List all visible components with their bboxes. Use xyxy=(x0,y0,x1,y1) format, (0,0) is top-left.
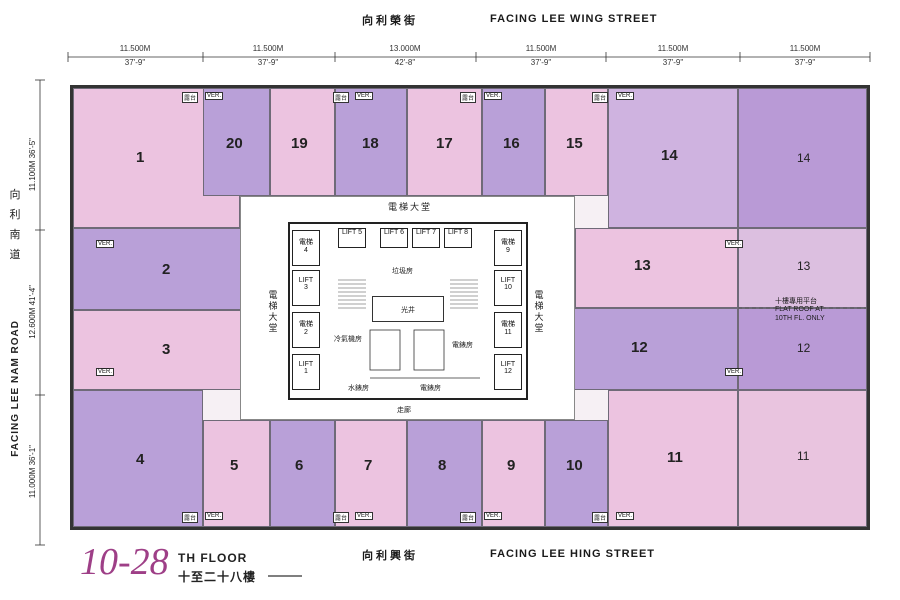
street-left-cn-1: 向利南道 xyxy=(9,189,21,261)
ver-marker-9: VER. xyxy=(205,512,224,520)
ac-room: 冷氣機房 xyxy=(334,336,362,343)
dim-left-3: 11.000M 36'-1" xyxy=(28,445,37,499)
dim-top-1-m: 11.500M xyxy=(119,44,151,53)
ver-marker-10: VER. xyxy=(355,512,374,520)
electric-room: 電錶房 xyxy=(452,342,473,349)
balcony-marker-1: 露台 xyxy=(182,92,199,103)
balcony-marker-3: 露台 xyxy=(460,92,477,103)
street-top-en: FACING LEE WING STREET xyxy=(490,13,658,25)
unit-15[interactable]: 15 xyxy=(545,88,608,196)
lift-5: LIFT 5 xyxy=(338,228,366,248)
electric-meter-room: 電錶房 xyxy=(420,385,441,392)
unit-12[interactable]: 12 xyxy=(560,308,738,390)
roof-label-cn: 十樓專用平台 xyxy=(775,298,817,305)
ver-marker-1: VER. xyxy=(205,92,224,100)
floor-range: 10-28 xyxy=(80,541,169,583)
dim-top-3-ft: 42'-8" xyxy=(394,58,416,67)
dim-top-6-m: 11.500M xyxy=(789,44,821,53)
ver-marker-2: VER. xyxy=(355,92,374,100)
dim-top-2-ft: 37'-9" xyxy=(257,58,279,67)
dim-top-4-m: 11.500M xyxy=(525,44,557,53)
ver-marker-8: VER. xyxy=(725,368,744,376)
unit-6[interactable]: 6 xyxy=(270,420,335,527)
ver-marker-6: VER. xyxy=(96,368,115,376)
roof-label-en-2: 10TH FL. ONLY xyxy=(775,315,825,322)
floor-suffix: TH FLOOR xyxy=(178,551,248,565)
balcony-marker-4: 露台 xyxy=(592,92,609,103)
lobby-label-top: 電梯大堂 xyxy=(388,202,433,212)
unit-18[interactable]: 18 xyxy=(335,88,407,196)
corridor-label: 走廊 xyxy=(397,407,411,414)
street-bottom-en: FACING LEE HING STREET xyxy=(490,548,656,560)
ver-marker-11: VER. xyxy=(484,512,503,520)
lift-7: LIFT 7 xyxy=(412,228,440,248)
unit-16[interactable]: 16 xyxy=(482,88,545,196)
unit-8[interactable]: 8 xyxy=(407,420,482,527)
balcony-marker-6: 露台 xyxy=(333,512,350,523)
skylight: 光井 xyxy=(372,296,444,322)
ver-marker-3: VER. xyxy=(484,92,503,100)
unit-20[interactable]: 20 xyxy=(203,88,270,196)
roof-area-12: 12 xyxy=(738,308,867,390)
unit-19[interactable]: 19 xyxy=(270,88,335,196)
unit-5[interactable]: 5 xyxy=(203,420,270,527)
unit-3[interactable]: 3 xyxy=(73,310,258,390)
roof-area-13: 13 xyxy=(738,228,867,308)
dim-left-1: 11.100M 36'-5" xyxy=(28,138,37,192)
dim-top-6-ft: 37'-9" xyxy=(794,58,816,67)
dim-top-3-m: 13.000M xyxy=(389,44,421,53)
dim-top-5-m: 11.500M xyxy=(657,44,689,53)
dim-top-5-ft: 37'-9" xyxy=(662,58,684,67)
lobby-label-right: 電梯大堂 xyxy=(534,290,544,333)
ver-marker-5: VER. xyxy=(96,240,115,248)
dim-left-2: 12.600M 41'-4" xyxy=(28,285,37,339)
lift-6: LIFT 6 xyxy=(380,228,408,248)
roof-label-en-1: FLAT ROOF AT xyxy=(775,306,824,313)
dim-top-4-ft: 37'-9" xyxy=(530,58,552,67)
balcony-marker-7: 露台 xyxy=(460,512,477,523)
roof-area-14: 14 xyxy=(738,88,867,228)
lobby-label-left: 電梯大堂 xyxy=(268,290,278,333)
garbage-room: 垃圾房 xyxy=(392,268,413,275)
unit-10[interactable]: 10 xyxy=(545,420,608,527)
street-bottom-cn: 向利興街 xyxy=(362,550,418,562)
unit-14[interactable]: 14 xyxy=(608,88,738,228)
balcony-marker-8: 露台 xyxy=(592,512,609,523)
balcony-marker-2: 露台 xyxy=(333,92,350,103)
unit-17[interactable]: 17 xyxy=(407,88,482,196)
unit-4[interactable]: 4 xyxy=(73,390,203,527)
unit-7[interactable]: 7 xyxy=(335,420,407,527)
dim-top-1-ft: 37'-9" xyxy=(124,58,146,67)
ver-marker-7: VER. xyxy=(725,240,744,248)
ver-marker-4: VER. xyxy=(616,92,635,100)
floor-cn: 十至二十八樓 xyxy=(178,570,257,584)
unit-11[interactable]: 11 xyxy=(608,390,738,527)
dim-top-2-m: 11.500M xyxy=(252,44,284,53)
water-meter-room: 水錶房 xyxy=(348,385,369,392)
unit-9[interactable]: 9 xyxy=(482,420,545,527)
unit-13[interactable]: 13 xyxy=(575,228,738,308)
balcony-marker-5: 露台 xyxy=(182,512,199,523)
lift-8: LIFT 8 xyxy=(444,228,472,248)
roof-area-11: 11 xyxy=(738,390,867,527)
ver-marker-12: VER. xyxy=(616,512,635,520)
street-top-cn: 向利榮街 xyxy=(362,15,418,27)
